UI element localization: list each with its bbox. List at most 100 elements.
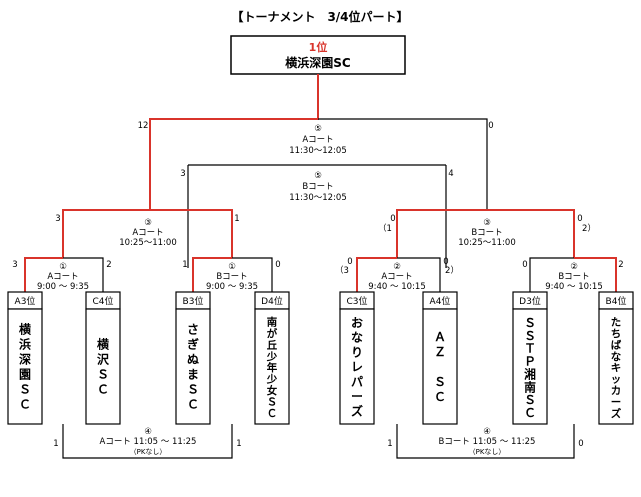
cons-right-score-right: 0 (578, 439, 583, 449)
cons-left-note: （PKなし） (130, 448, 167, 456)
q4-num: ② (570, 262, 578, 272)
q3-winner-line (356, 257, 397, 292)
q1-score-right: 2 (106, 260, 111, 270)
team-name-box (85, 308, 121, 425)
q4-winner-line (574, 257, 617, 292)
q2-score-right: 0 (275, 260, 280, 270)
cons-right-line (396, 424, 575, 459)
q3-pk-left: （3 (335, 265, 349, 276)
team-name: 南が丘少年少女ＳＣ (266, 315, 278, 420)
team-seed: B4位 (606, 295, 627, 307)
third-place-line (187, 164, 447, 268)
cons-right-note: （PKなし） (469, 448, 506, 456)
bracket-lines (24, 74, 617, 459)
winner-name: 横浜深園SC (285, 55, 351, 70)
team-name: ＡＺ ＳＣ (434, 330, 446, 404)
semi-right-pk-right: 2） (582, 223, 596, 234)
final-score-left: 12 (138, 121, 149, 131)
q3-score-right: 0 (443, 257, 448, 267)
cons-left-court: Aコート 11:05 ～ 11:25 (100, 437, 197, 447)
q1-num: ① (59, 262, 67, 272)
q4-score-right: 2 (618, 260, 623, 270)
cons-right-court: Bコート 11:05 ～ 11:25 (439, 437, 536, 447)
q1-score-left: 3 (12, 260, 17, 270)
team-seed: A4位 (430, 295, 451, 307)
semi-left-num: ③ (144, 218, 152, 228)
team-seed: A3位 (15, 295, 36, 307)
semi-right-score-left: 0 (390, 214, 395, 224)
semi-left-winner-line (62, 209, 150, 258)
q3-num: ② (393, 262, 401, 272)
q1-winner-line (24, 257, 63, 292)
team-name-box (512, 308, 548, 425)
winner-rank: 1位 (309, 40, 328, 54)
team-name-box (254, 308, 290, 425)
q2-winner-line (192, 257, 232, 292)
team-name-box (339, 308, 375, 425)
semi-right-time: 10:25～11:00 (458, 238, 516, 248)
semi-left-court: Aコート (132, 228, 163, 238)
third-court: Bコート (302, 182, 333, 192)
semi-left-score-left: 3 (55, 214, 60, 224)
team-seed: D4位 (261, 295, 283, 307)
semi-right-score-right: 0 (577, 214, 582, 224)
semi-right-court: Bコート (471, 228, 502, 238)
q3-pk-right: 2） (445, 265, 459, 276)
q1-court: Aコート (47, 272, 78, 282)
cons-left-num: ④ (144, 427, 152, 437)
q3-time: 9:40 ～ 10:15 (368, 282, 426, 292)
team-name: さぎぬまＳＣ (187, 323, 199, 412)
third-score-left: 3 (180, 169, 185, 179)
q1-line-right (63, 257, 104, 292)
semi-right-num: ③ (483, 218, 491, 228)
winner-box (230, 35, 406, 75)
q2-score-left: 1 (182, 260, 187, 270)
semi-right-winner-line (487, 209, 575, 258)
team-name-box (175, 308, 211, 425)
q2-time: 9:00 ～ 9:35 (206, 282, 258, 292)
q3-court: Aコート (381, 272, 412, 282)
cons-right-num: ④ (483, 427, 491, 437)
team-name-box (598, 308, 634, 425)
team-name-box (7, 308, 43, 425)
final-court: Aコート (302, 135, 333, 145)
team-name: ＳＳＴＰ湘南ＳＣ (524, 316, 536, 420)
q1-time: 9:00 ～ 9:35 (37, 282, 89, 292)
final-num: ⑤ (314, 124, 322, 134)
cons-left-line (62, 424, 233, 459)
team-name-box (422, 308, 458, 425)
q2-court: Bコート (216, 272, 247, 282)
semi-left-line-right (150, 209, 233, 258)
q4-time: 9:40 ～ 10:15 (545, 282, 603, 292)
q2-line-right (232, 257, 273, 292)
team-name: おなりレパーズ (351, 316, 363, 418)
team-name: 横沢ＳＣ (97, 337, 110, 397)
cons-left-score-right: 1 (236, 439, 241, 449)
q3-score-left: 0 (347, 257, 352, 267)
semi-left-time: 10:25～11:00 (119, 238, 177, 248)
final-time: 11:30～12:05 (289, 146, 347, 156)
team-seed: C3位 (346, 295, 367, 307)
team-seed: C4位 (92, 295, 113, 307)
third-num: ⑤ (314, 171, 322, 181)
final-winner-line (149, 74, 319, 210)
team-name: 横浜深園ＳＣ (19, 322, 32, 412)
q3-line-right (397, 257, 441, 292)
q4-line-left (529, 257, 574, 292)
third-score-right: 4 (448, 169, 453, 179)
team-name: たちばなキッカーズ (611, 316, 622, 420)
semi-right-line-left (396, 209, 487, 258)
cons-right-score-left: 1 (387, 439, 392, 449)
final-score-right: 0 (488, 121, 493, 131)
final-line-right (318, 118, 488, 210)
q4-score-left: 0 (522, 260, 527, 270)
team-seed: D3位 (519, 295, 541, 307)
semi-left-score-right: 1 (234, 214, 239, 224)
team-seed: B3位 (183, 295, 204, 307)
page-title: 【トーナメント 3/4位パート】 (231, 9, 408, 24)
semi-right-pk-left: （1 (378, 223, 392, 234)
cons-left-score-left: 1 (53, 439, 58, 449)
q4-court: Bコート (558, 272, 589, 282)
